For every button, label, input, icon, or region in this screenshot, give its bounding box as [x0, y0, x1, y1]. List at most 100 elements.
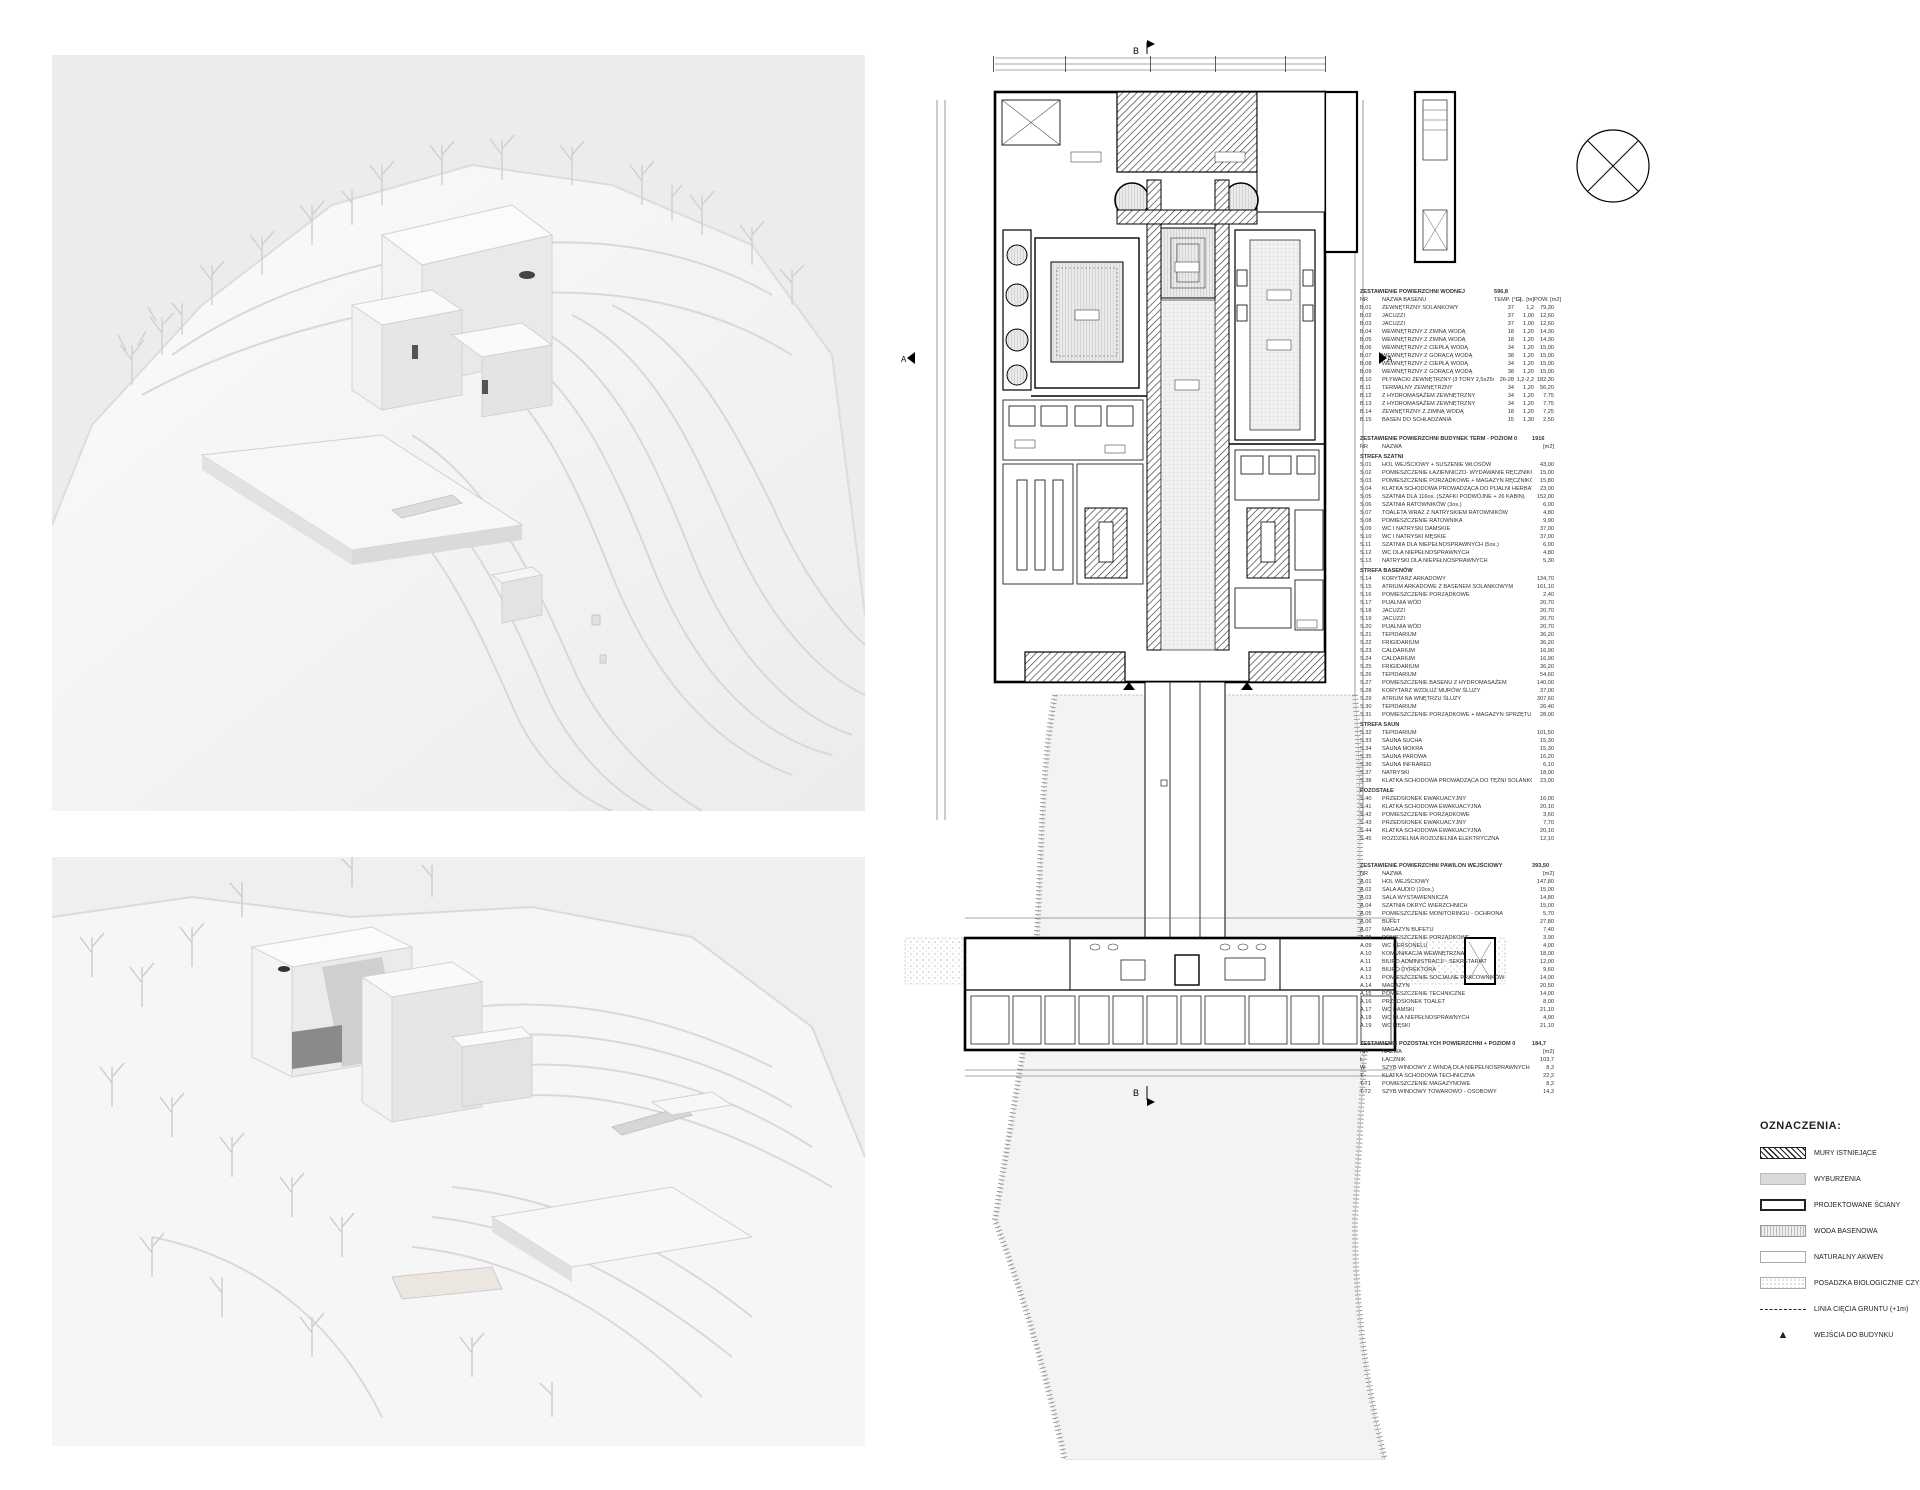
legend-label: WEJŚCIA DO BUDYNKU [1814, 1331, 1894, 1339]
bath-building-plan [907, 90, 1387, 690]
north-arrow [1576, 129, 1650, 203]
floor-plan-sheet: B [885, 40, 1905, 1460]
svg-text:B: B [1133, 1088, 1139, 1098]
floor-plan-drawing: B [901, 40, 1650, 1460]
table-entry-pavilion-areas: ZESTAWIENIE POWIERZCHNI PAWILON WEJŚCIOW… [1360, 863, 1554, 1029]
model-trees [117, 134, 805, 385]
legend-title: OZNACZENIA: [1760, 1120, 1842, 1132]
legend-item-bio: POSADZKA BIOLOGICZNIE CZYNNA [1760, 1270, 1920, 1296]
table-section-header: STREFA SAUN [1360, 722, 1400, 728]
stair-tower-plan [1413, 90, 1457, 264]
model-illustration-top [52, 55, 865, 811]
legend-swatch [1760, 1308, 1806, 1310]
table-other-areas: ZESTAWIENIE POZOSTAŁYCH POWIERZCHNI + PO… [1360, 1041, 1554, 1095]
legend-label: NATURALNY AKWEN [1814, 1253, 1883, 1261]
legend-item-water: WODA BASENOWA [1760, 1218, 1920, 1244]
entry-pavilion-plan [904, 917, 1506, 1077]
model-trees [79, 857, 553, 1417]
section-mark-b-top: B [1133, 40, 1155, 56]
legend-label: MURY ISTNIEJĄCE [1814, 1149, 1877, 1157]
legend-swatch [1760, 1277, 1806, 1289]
section-a-left: A [901, 355, 907, 364]
legend-item-natural: NATURALNY AKWEN [1760, 1244, 1920, 1270]
legend-swatch [1760, 1147, 1806, 1159]
legend-item-demo: WYBURZENIA [1760, 1166, 1920, 1192]
legend-swatch [1760, 1173, 1806, 1185]
bath-building [250, 926, 534, 1123]
section-a-right: A [1387, 355, 1393, 364]
legend-item-line: LINIA CIĘCIA GRUNTU (+1m) [1760, 1296, 1920, 1322]
legend-item-hatch: MURY ISTNIEJĄCE [1760, 1140, 1920, 1166]
legend-label: POSADZKA BIOLOGICZNIE CZYNNA [1814, 1279, 1920, 1287]
legend-item-arrow: ▲WEJŚCIA DO BUDYNKU [1760, 1322, 1920, 1348]
legend-label: WYBURZENIA [1814, 1175, 1861, 1183]
table-section-header: POZOSTAŁE [1360, 788, 1394, 794]
room-tags [1014, 151, 1318, 629]
model-illustration-bottom [52, 857, 865, 1446]
